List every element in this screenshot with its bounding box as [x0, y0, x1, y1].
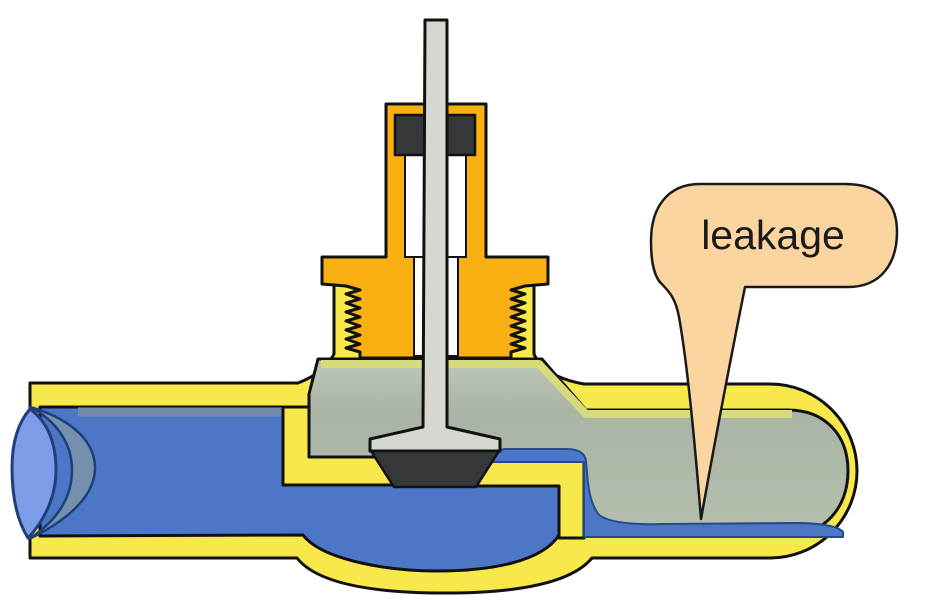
callout-bubble — [649, 182, 899, 521]
callout-group: leakage — [649, 182, 899, 521]
callout-label: leakage — [701, 212, 845, 258]
bonnet-bore-right-upper — [446, 154, 467, 258]
inlet-water — [38, 405, 561, 573]
pipe-mouth-water-bulge — [10, 407, 58, 540]
bonnet-bore-right-lower — [446, 256, 459, 357]
trim-group — [368, 18, 502, 489]
bonnet-bore-left-upper — [404, 154, 426, 258]
valve-plug — [369, 449, 501, 489]
leak-flow-water — [470, 448, 844, 538]
